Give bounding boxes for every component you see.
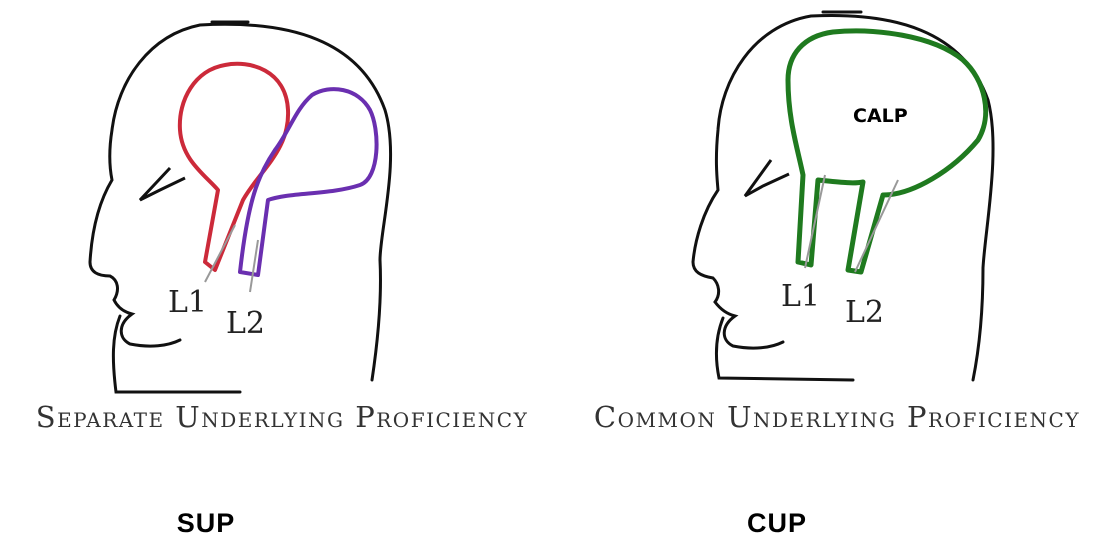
calp-bubble bbox=[788, 31, 986, 272]
label-l1: L1 bbox=[168, 285, 207, 320]
cup-abbr: CUP bbox=[501, 508, 1053, 539]
calp-label: CALP bbox=[853, 105, 908, 127]
sup-panel: L1 L2 Separate Underlying Proficiency SU… bbox=[0, 0, 552, 537]
cup-caption: Common Underlying Proficiency bbox=[561, 400, 1105, 434]
l2-pointer bbox=[250, 240, 258, 292]
label-l2: L2 bbox=[845, 295, 884, 330]
l2-bubble bbox=[240, 89, 377, 275]
l1-bubble bbox=[180, 64, 288, 270]
label-l2: L2 bbox=[226, 306, 265, 341]
sup-abbr: SUP bbox=[0, 508, 482, 539]
eye bbox=[140, 168, 185, 200]
sup-caption: Separate Underlying Proficiency bbox=[6, 400, 558, 434]
head-outline bbox=[693, 12, 993, 380]
sup-head-diagram: L1 L2 bbox=[0, 0, 552, 400]
label-l1: L1 bbox=[781, 279, 820, 314]
cup-head-diagram: CALP L1 L2 bbox=[553, 0, 1105, 400]
cup-panel: CALP L1 L2 Common Underlying Proficiency… bbox=[553, 0, 1105, 537]
eye bbox=[745, 160, 789, 196]
